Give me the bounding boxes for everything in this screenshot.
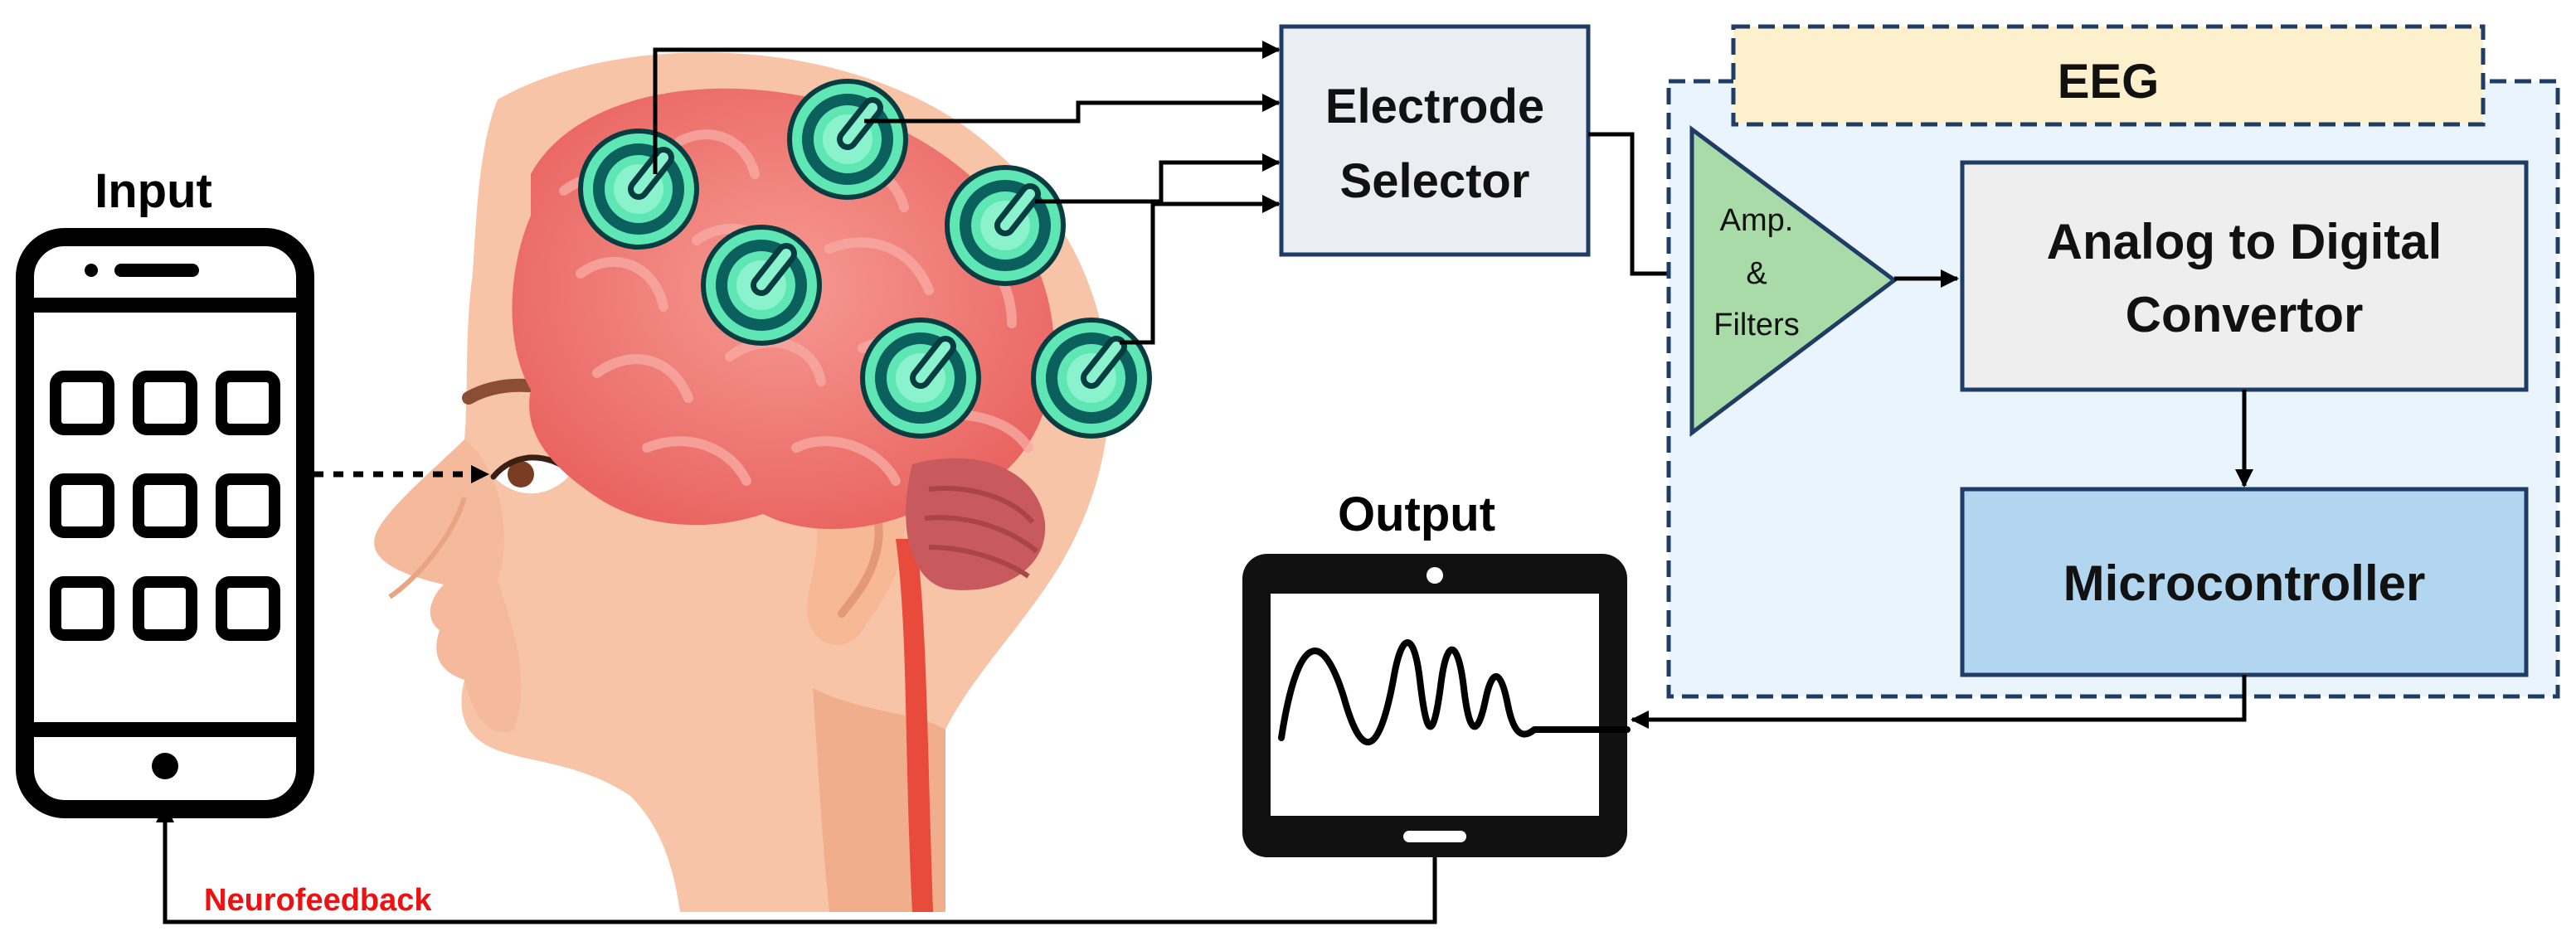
wire-2 (864, 94, 1281, 124)
nose (388, 497, 467, 599)
tablet-icon (1242, 554, 1631, 857)
electrode-icon (860, 318, 981, 439)
wire-3 (1035, 153, 1281, 204)
adc-label-line2: Convertor (2126, 287, 2364, 342)
eeg-label: EEG (2058, 55, 2160, 109)
electrode-icon (945, 165, 1066, 286)
adc-box: Analog to Digital Convertor (1960, 160, 2529, 392)
electrode-selector-label-line2: Selector (1340, 154, 1530, 208)
wire-1 (653, 41, 1281, 174)
spinal-cord (896, 539, 933, 912)
electrode-group (578, 79, 1152, 439)
electrode-selector-box: Electrode Selector (1279, 24, 1591, 257)
micro-to-output-arrow (1631, 675, 2247, 729)
selector-to-amp-arrow (1588, 132, 1692, 283)
output-label: Output (1338, 487, 1495, 541)
amp-label-line3: Filters (1713, 308, 1799, 342)
smartphone-icon (16, 228, 314, 818)
microcontroller-label: Microcontroller (2063, 555, 2426, 611)
electrode-icon (578, 129, 699, 250)
wire-4 (1120, 195, 1281, 345)
adc-label-line1: Analog to Digital (2047, 214, 2442, 269)
eeg-header (1731, 24, 2486, 127)
input-label: Input (95, 164, 212, 218)
waveform-icon (1278, 639, 1631, 745)
electrode-selector-label-line1: Electrode (1325, 80, 1544, 133)
electrode-icon (1031, 318, 1152, 439)
amp-label-line1: Amp. (1720, 203, 1794, 238)
electrode-wires (653, 41, 1281, 345)
amp-filters-block: Amp. & Filters (1689, 125, 1898, 438)
amp-label-line2: & (1746, 256, 1767, 291)
electrode-icon (787, 79, 908, 200)
electrode-icon (701, 225, 822, 346)
microcontroller-box: Microcontroller (1960, 487, 2529, 677)
neurofeedback-arrow (156, 804, 1437, 924)
neurofeedback-label: Neurofeedback (204, 883, 432, 918)
face-shadow (374, 439, 522, 733)
